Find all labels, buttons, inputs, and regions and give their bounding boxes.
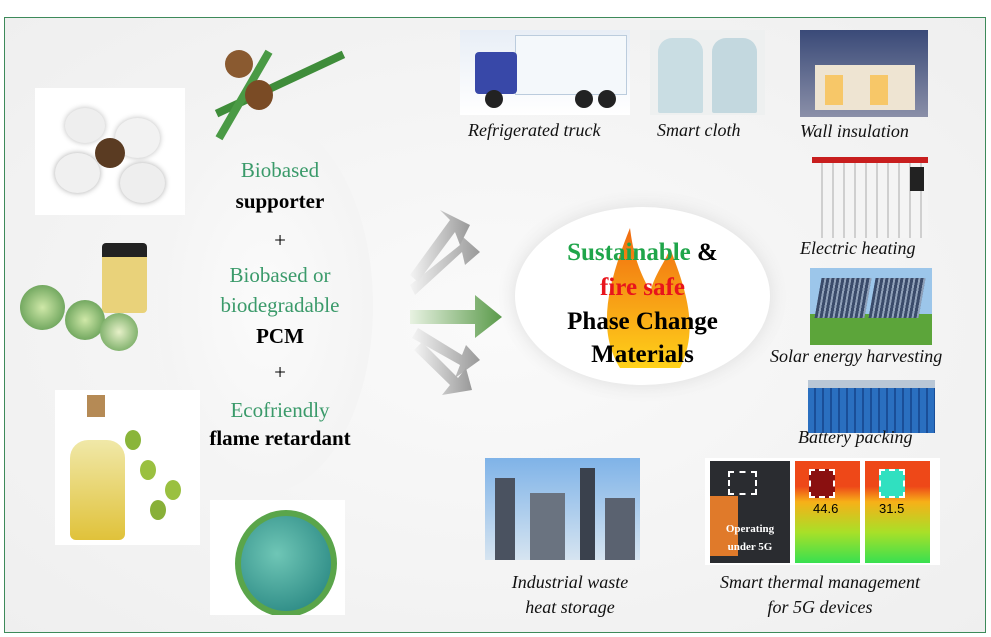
caption-thermal-line2: for 5G devices: [767, 597, 873, 617]
text-fire-safe: fire safe: [600, 274, 685, 301]
castor-image: [10, 235, 155, 355]
industrial-plant-image: [485, 458, 640, 560]
arrow-icon: [410, 230, 480, 295]
arrow-icon: [410, 210, 470, 282]
caption-solar-energy: Solar energy harvesting: [770, 346, 943, 366]
label-under-5g: under 5G: [727, 541, 773, 553]
caption-refrigerated-truck: Refrigerated truck: [468, 120, 601, 140]
text-flame-retardant: flame retardant: [209, 426, 351, 450]
arrow-icon: [414, 342, 472, 395]
caption-industrial-line2: heat storage: [525, 597, 615, 617]
temperature-hot: 44.6: [813, 501, 839, 516]
flame-icon: [606, 228, 690, 368]
text-supporter: supporter: [235, 189, 325, 213]
caption-wall-insulation: Wall insulation: [800, 121, 909, 141]
text-biodegradable: biodegradable: [220, 293, 340, 317]
label-operating: Operating: [725, 523, 775, 535]
arrow-icon: [412, 328, 480, 378]
arrow-icon: [410, 295, 502, 338]
thermal-5g-image: Operating under 5G 44.6 31.5: [705, 458, 940, 565]
arrows-graphic: [410, 210, 502, 395]
caption-smart-cloth: Smart cloth: [657, 120, 741, 140]
wall-insulation-image: [800, 30, 928, 117]
text-materials: Materials: [591, 341, 694, 368]
text-pcm: PCM: [256, 324, 304, 348]
refrigerated-truck-image: [460, 30, 630, 115]
electric-heater-image: [812, 157, 928, 238]
text-sustainable: Sustainable: [567, 239, 691, 266]
text-phase-change: Phase Change: [567, 308, 718, 335]
plus-sign: +: [274, 360, 286, 384]
olive-oil-image: [55, 390, 200, 545]
plus-sign: +: [274, 228, 286, 252]
pine-branch-image: [200, 25, 355, 150]
battery-pack-image: [808, 380, 935, 433]
center-title-line1: Sustainable &: [515, 238, 770, 268]
cotton-image: [35, 88, 185, 215]
caption-thermal-line1: Smart thermal management: [720, 572, 920, 592]
caption-electric-heating: Electric heating: [800, 238, 916, 258]
smart-cloth-image: [650, 30, 765, 115]
text-biobased: Biobased: [240, 158, 320, 182]
text-ampersand: &: [697, 239, 718, 266]
temperature-cool: 31.5: [879, 501, 905, 516]
caption-industrial-line1: Industrial waste: [511, 572, 629, 592]
recycled-globe-image: [210, 500, 345, 615]
solar-panel-image: [810, 268, 932, 345]
text-biobased-or: Biobased or: [229, 263, 331, 287]
caption-battery-packing: Battery packing: [798, 427, 913, 447]
text-ecofriendly: Ecofriendly: [230, 398, 330, 422]
